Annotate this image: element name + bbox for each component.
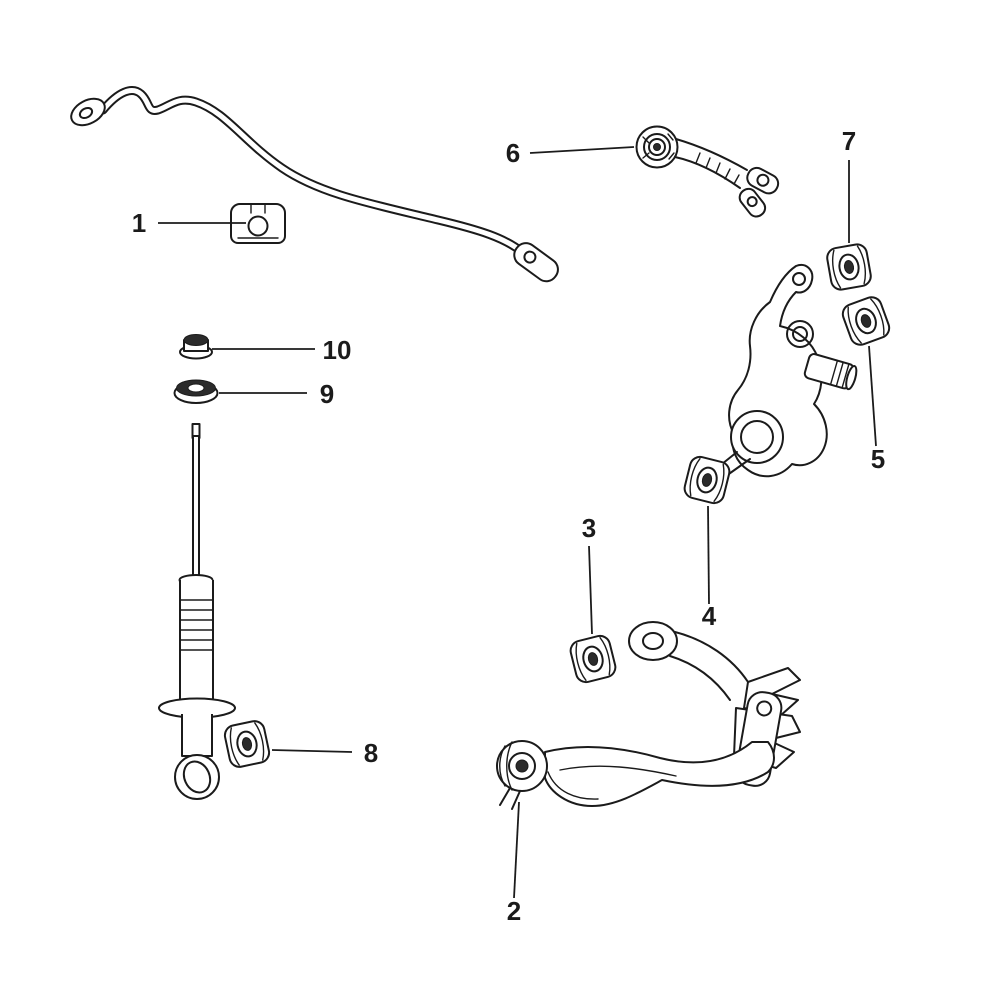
part-label-3: 3 [582,513,596,543]
part-label-1: 1 [132,208,146,238]
part-label-5: 5 [871,444,885,474]
upper-lateral-arm [635,125,780,218]
shock-lower-bushing [222,718,272,770]
knuckle-lower-bushing [681,453,733,507]
stabilizer-bar-left-eyelet [70,97,106,127]
part-label-9: 9 [320,379,334,409]
lower-trailing-arm [496,621,801,810]
lateral-arm-bushing [824,241,874,293]
part-label-4: 4 [702,601,717,631]
stabilizer-bar [70,86,559,283]
trailing-arm-body [544,741,775,807]
knuckle-spindle [803,353,858,391]
part-label-6: 6 [506,138,520,168]
stabilizer-bar-right-end [513,242,559,283]
trailing-arm-front-bushing [496,740,548,810]
leader-lines [158,146,877,899]
part-label-8: 8 [364,738,378,768]
knuckle-top-ear-hole [792,272,806,286]
stabilizer-bar-bushing [230,203,286,244]
part-label-2: 2 [507,896,521,926]
part-labels: 1 2 3 4 5 6 7 8 9 10 [132,126,885,926]
part-label-7: 7 [842,126,856,156]
shock-mount-grommet [173,379,219,404]
upper-link-bushing [567,632,619,686]
part-label-10: 10 [323,335,352,365]
shock-mount-nut [179,334,213,360]
knuckle-side-bushing [839,293,893,349]
knuckle [716,264,858,478]
shock-absorber [158,423,236,800]
